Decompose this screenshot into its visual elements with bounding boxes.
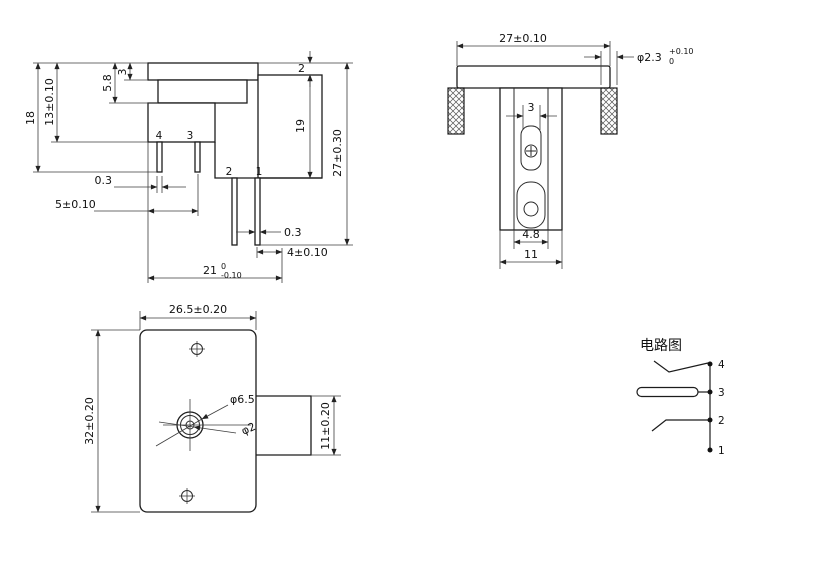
- bottom-face-view: 26.5±0.20 32±0.20 11±0.20 φ6.5 φ2: [83, 303, 341, 513]
- dim-phi23-tol-lower: 0: [669, 57, 674, 66]
- body-side: [257, 74, 323, 179]
- dim-4-label: 4±0.10: [287, 246, 328, 259]
- side-tab: [256, 395, 312, 456]
- lower-contact-hole: [523, 201, 539, 217]
- lower-contact: [516, 181, 546, 229]
- pin4-side: [156, 141, 163, 173]
- dim-0-3-left-label: 0.3: [95, 174, 113, 187]
- upper-contact-hole: [524, 144, 538, 158]
- dim-11-front-label: 11: [524, 248, 538, 261]
- flange-side: [147, 62, 259, 81]
- dim-5-label: 5±0.10: [55, 198, 96, 211]
- dim-26-5-label: 26.5±0.20: [169, 303, 227, 316]
- dim-3-front-label: 3: [528, 101, 535, 114]
- circuit-diagram: 电路图 4 3 2 1: [636, 338, 725, 457]
- dim-21-tol-lower: -0.10: [221, 271, 242, 280]
- node-pin2: [707, 417, 713, 423]
- switch-contact-symbol: [653, 360, 709, 373]
- pin1-side: [254, 177, 261, 246]
- flange-front: [456, 65, 611, 89]
- dim-21-tol-upper: 0: [221, 262, 226, 271]
- pin3-side: [194, 141, 201, 173]
- pin2-side: [231, 177, 238, 246]
- circuit-pin2-number: 2: [718, 415, 725, 427]
- dim-18-label: 18: [24, 111, 37, 125]
- dim-32-label: 32±0.20: [83, 397, 96, 445]
- node-pin3: [707, 389, 713, 395]
- dim-3-side-label: 3: [116, 69, 129, 76]
- dim-19-label: 19: [294, 119, 307, 133]
- frame-side: [147, 102, 216, 143]
- dim-phi6-5-label: φ6.5: [230, 393, 255, 406]
- circuit-pin3-number: 3: [718, 387, 725, 399]
- side-view: 18 13±0.10 5.8 3 0.3 5±0.10 21 0 -0.10 0…: [24, 51, 353, 283]
- circuit-pin1-number: 1: [718, 445, 725, 457]
- side-pin1-number: 1: [256, 166, 263, 178]
- dim-27-030-label: 27±0.30: [331, 129, 344, 177]
- side-pin4-number: 4: [156, 130, 163, 142]
- knurled-pin-right: [600, 87, 618, 135]
- dim-5-8-label: 5.8: [101, 74, 114, 92]
- side-pin2-number: 2: [226, 166, 233, 178]
- front-view: 27±0.10 φ2.3 +0.10 0 3 4.8 11: [447, 32, 694, 269]
- dim-11-020-label: 11±0.20: [319, 402, 332, 450]
- dim-13-label: 13±0.10: [43, 78, 56, 126]
- bushing-side: [157, 79, 248, 104]
- circuit-title: 电路图: [640, 338, 682, 354]
- knurled-pin-left: [447, 87, 465, 135]
- dim-21-label: 21: [203, 264, 217, 277]
- dim-phi23-tol-upper: +0.10: [669, 47, 694, 56]
- side-pin3-number: 3: [187, 130, 194, 142]
- body-bottom-edge: [214, 142, 322, 179]
- spring-contact-symbol: [651, 419, 710, 432]
- dim-0-3-right-label: 0.3: [284, 226, 302, 239]
- upper-contact: [520, 125, 542, 171]
- dim-2-label: 2: [298, 62, 305, 75]
- dim-27-010-label: 27±0.10: [499, 32, 547, 45]
- center-pin-symbol: [636, 386, 699, 398]
- circuit-pin4-number: 4: [718, 359, 725, 371]
- dim-phi2-label: φ2: [239, 420, 257, 438]
- body-front: [499, 87, 563, 231]
- dim-phi23-label: φ2.3: [637, 51, 662, 64]
- node-pin4: [707, 361, 713, 367]
- dim-4-8-label: 4.8: [522, 228, 540, 241]
- node-pin1: [707, 447, 713, 453]
